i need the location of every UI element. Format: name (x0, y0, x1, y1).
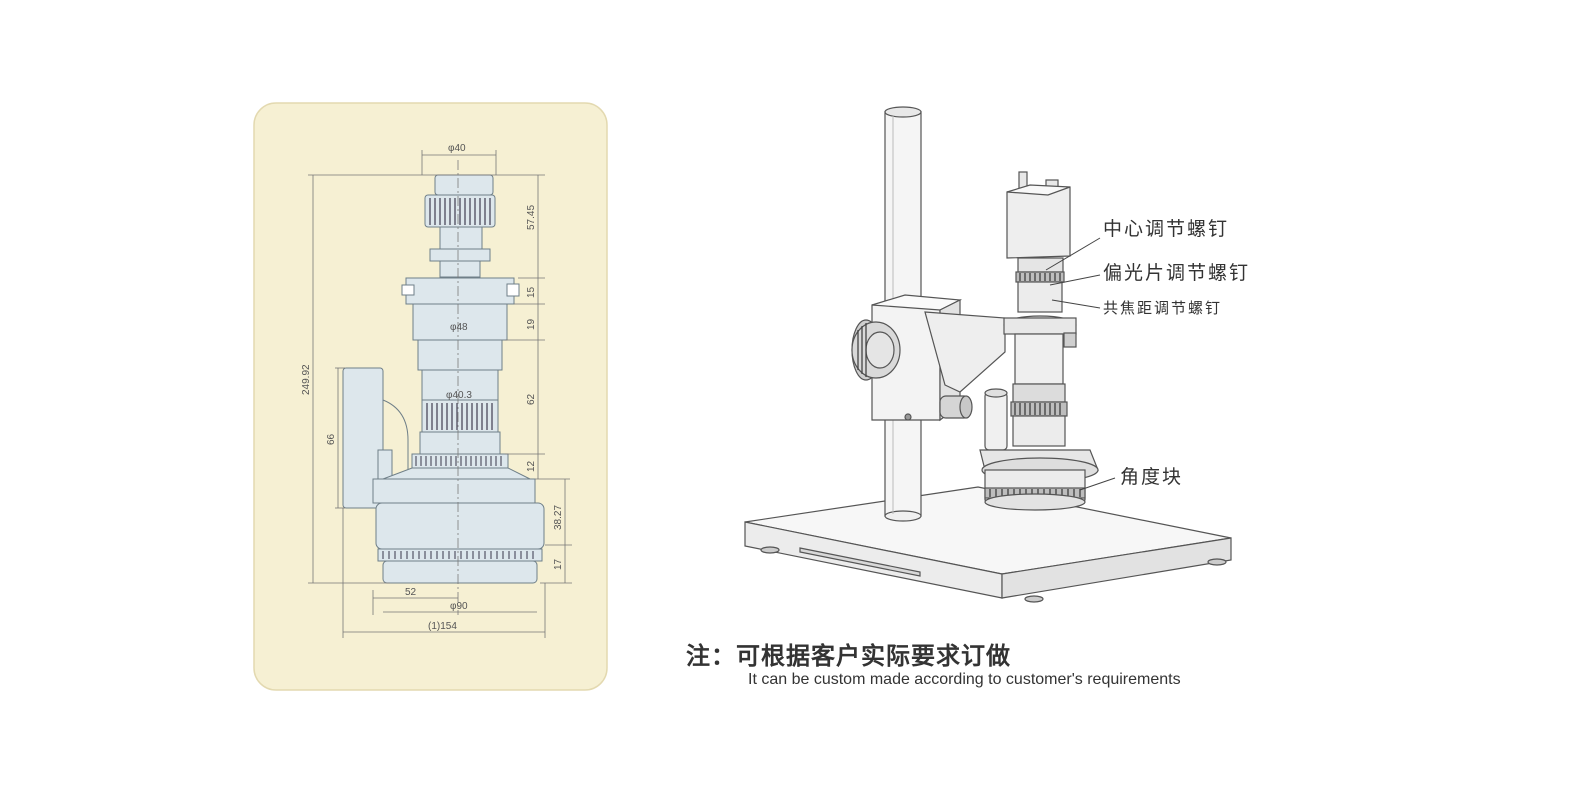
dim-phi40: φ40 (448, 143, 466, 154)
optical-column (979, 171, 1099, 511)
lens-outline (342, 174, 545, 584)
dim-phi40-3: φ40.3 (446, 390, 472, 401)
base-plate (744, 486, 1232, 603)
dim-38-27: 38.27 (553, 505, 564, 530)
callout-leaders (1045, 237, 1116, 491)
dim-62: 62 (526, 393, 537, 405)
dim-66: 66 (326, 433, 337, 445)
dim-15: 15 (526, 286, 537, 298)
microscope-illustration (744, 106, 1232, 603)
dim-52: 52 (405, 587, 417, 598)
focus-knob (851, 319, 901, 381)
note-english: It can be custom made according to custo… (748, 671, 1181, 688)
label-polarizer-adjust-screw: 偏光片调节螺钉 (1103, 262, 1250, 284)
dimension-drawing-panel: φ40 57.45 15 φ48 19 249.92 φ40.3 62 66 1… (253, 102, 608, 691)
dim-17: 17 (553, 558, 564, 570)
dim-phi48: φ48 (450, 322, 468, 333)
dim-154: (1)154 (428, 621, 457, 632)
dim-19: 19 (526, 318, 537, 330)
label-confocal-adjust-screw: 共焦距调节螺钉 (1103, 299, 1222, 317)
dim-57-45: 57.45 (526, 205, 537, 230)
label-angle-block: 角度块 (1120, 466, 1183, 488)
label-center-adjust-screw: 中心调节螺钉 (1103, 218, 1229, 240)
dim-phi90: φ90 (450, 601, 468, 612)
dim-total-height: 249.92 (301, 364, 312, 395)
dim-12: 12 (526, 460, 537, 472)
dimension-lines (308, 150, 572, 638)
note-chinese: 注：可根据客户实际要求订做 (686, 642, 1011, 670)
lock-knob (939, 395, 973, 419)
